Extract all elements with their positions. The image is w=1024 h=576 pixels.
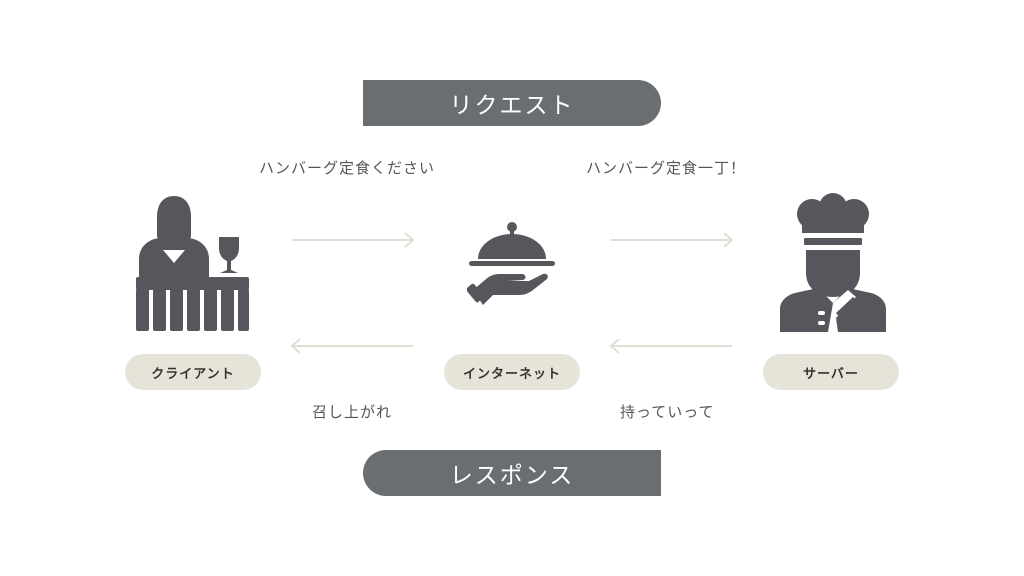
response-label: レスポンス — [449, 463, 575, 489]
client-label: クライアント — [151, 366, 235, 382]
serving-cloche-icon — [467, 222, 555, 305]
chef-icon — [780, 193, 886, 332]
request-banner: リクエスト — [363, 80, 661, 126]
server-label: サーバー — [803, 366, 859, 382]
message-server-to-internet: 持っていって — [620, 403, 715, 421]
internet-label: インターネット — [462, 366, 561, 382]
arrow-right-internet-to-server — [611, 232, 734, 248]
arrow-right-client-to-internet — [292, 232, 415, 248]
request-label: リクエスト — [449, 93, 575, 119]
diner-at-table-icon — [136, 196, 249, 331]
client-node-label: クライアント — [125, 354, 261, 390]
arrow-left-internet-to-client — [290, 338, 413, 354]
message-internet-to-client: 召し上がれ — [312, 403, 393, 421]
server-node-label: サーバー — [763, 354, 899, 390]
internet-node-label: インターネット — [444, 354, 580, 390]
response-banner: レスポンス — [363, 450, 661, 496]
arrow-left-server-to-internet — [609, 338, 732, 354]
message-internet-to-server: ハンバーグ定食一丁！ — [586, 159, 747, 177]
message-client-to-internet: ハンバーグ定食ください — [259, 159, 436, 177]
